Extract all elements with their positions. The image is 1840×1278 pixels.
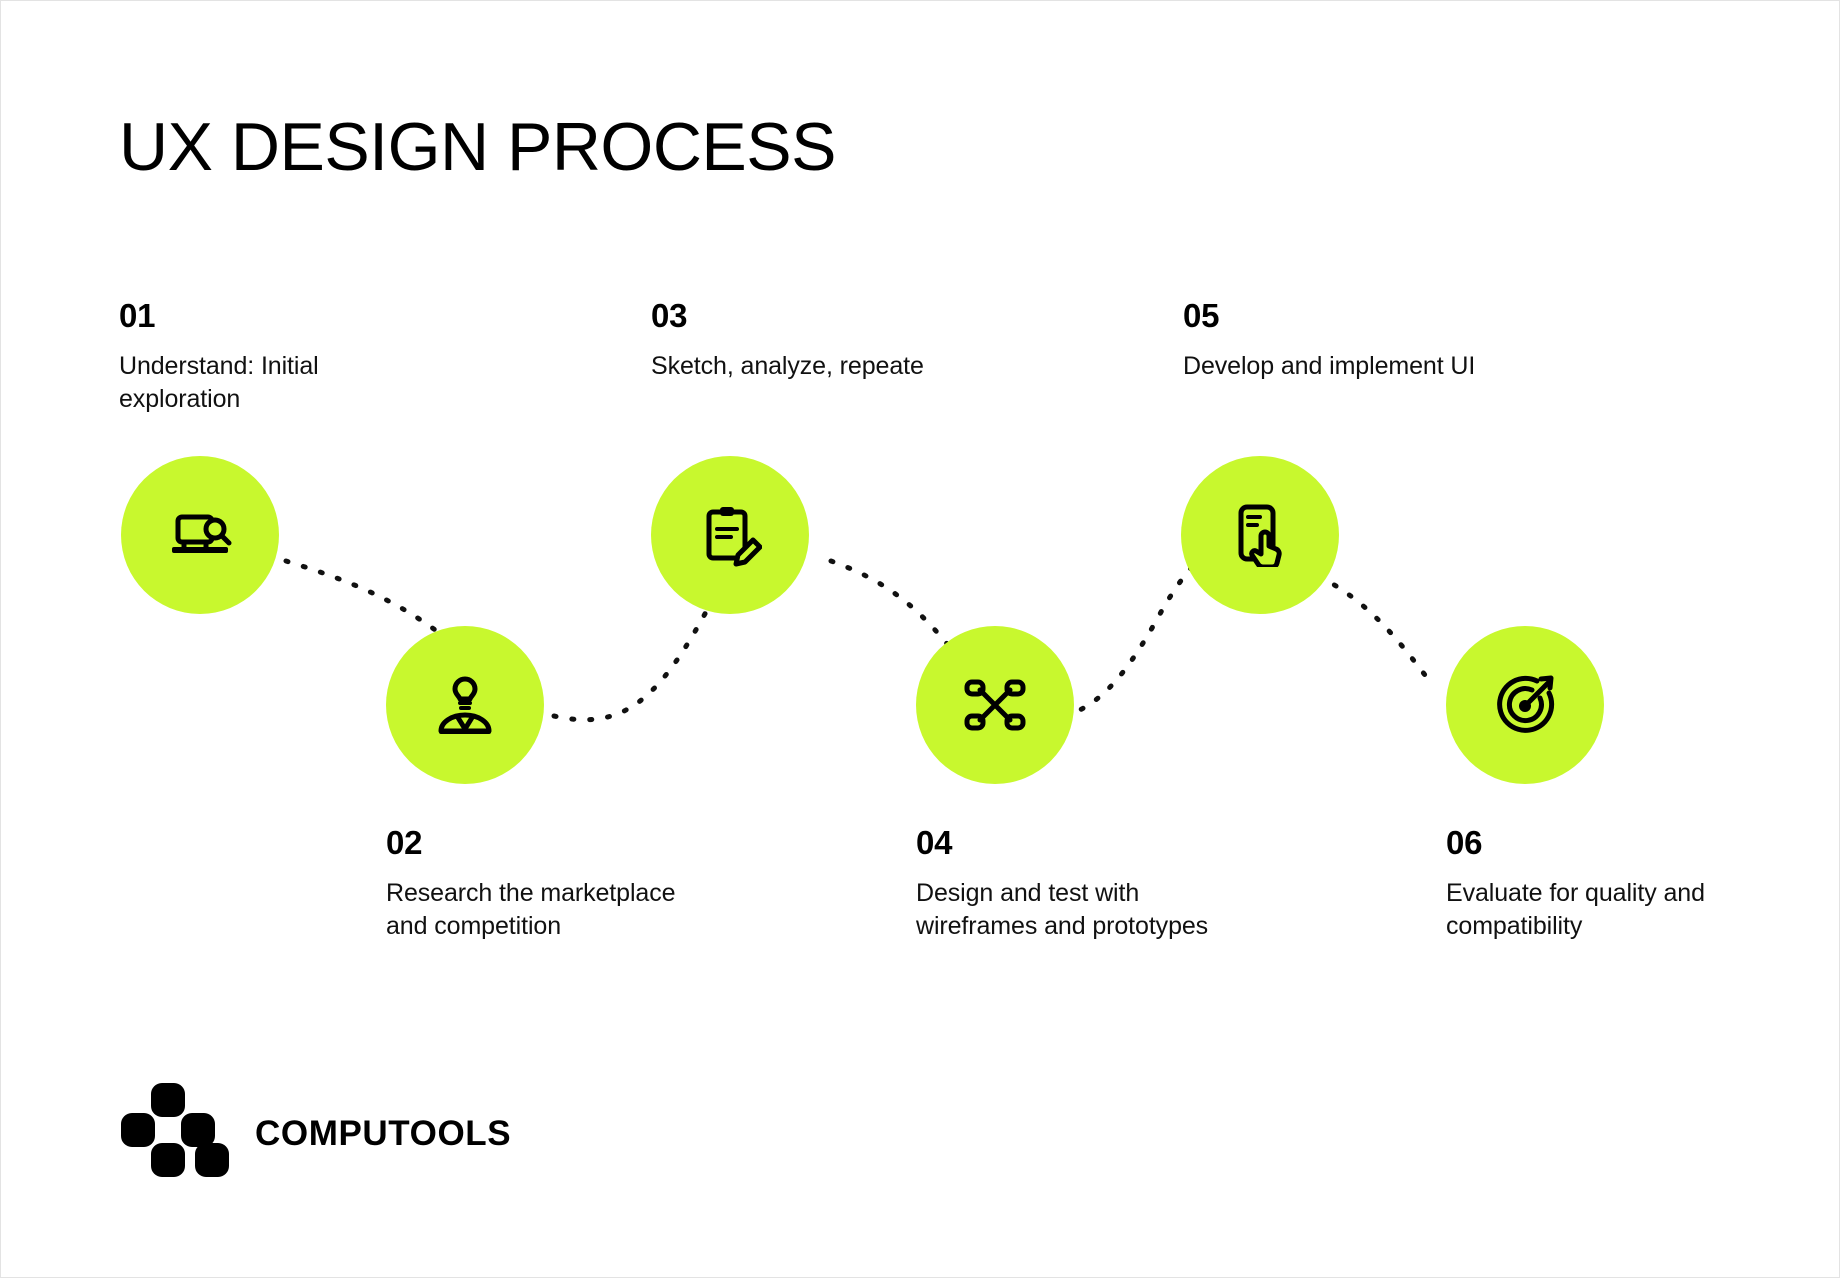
step-description-06: Evaluate for quality and compatibility	[1446, 879, 1705, 940]
laptop-search-icon	[168, 503, 232, 567]
step-number-05: 05	[1183, 297, 1220, 334]
step-node-06[interactable]	[1446, 626, 1604, 784]
step-text-05: 05 Develop and implement UI	[1183, 299, 1483, 383]
step-text-02: 02 Research the marketplace and competit…	[386, 826, 686, 942]
step-description-05: Develop and implement UI	[1183, 352, 1476, 380]
mobile-tap-icon	[1228, 503, 1292, 567]
step-text-06: 06 Evaluate for quality and compatibilit…	[1446, 826, 1746, 942]
step-description-01: Understand: Initial exploration	[119, 352, 319, 413]
target-arrow-icon	[1493, 673, 1557, 737]
step-node-02[interactable]	[386, 626, 544, 784]
step-number-06: 06	[1446, 824, 1483, 861]
computools-blocks-logo-icon	[121, 1083, 229, 1184]
step-description-03: Sketch, analyze, repeate	[651, 352, 924, 380]
step-node-04[interactable]	[916, 626, 1074, 784]
step-number-01: 01	[119, 297, 156, 334]
step-number-04: 04	[916, 824, 953, 861]
brand-logo: COMPUTOOLS	[121, 1083, 511, 1184]
step-number-03: 03	[651, 297, 688, 334]
wireframe-nodes-icon	[963, 673, 1027, 737]
step-text-04: 04 Design and test with wireframes and p…	[916, 826, 1216, 942]
step-node-05[interactable]	[1181, 456, 1339, 614]
page-title: UX DESIGN PROCESS	[119, 109, 837, 185]
step-text-03: 03 Sketch, analyze, repeate	[651, 299, 951, 383]
step-number-02: 02	[386, 824, 423, 861]
person-idea-icon	[433, 673, 497, 737]
step-node-01[interactable]	[121, 456, 279, 614]
step-text-01: 01 Understand: Initial exploration	[119, 299, 419, 415]
step-description-04: Design and test with wireframes and prot…	[916, 879, 1209, 940]
clipboard-pencil-icon	[698, 503, 762, 567]
step-description-02: Research the marketplace and competition	[386, 879, 676, 940]
step-node-03[interactable]	[651, 456, 809, 614]
brand-name: COMPUTOOLS	[255, 1114, 512, 1153]
